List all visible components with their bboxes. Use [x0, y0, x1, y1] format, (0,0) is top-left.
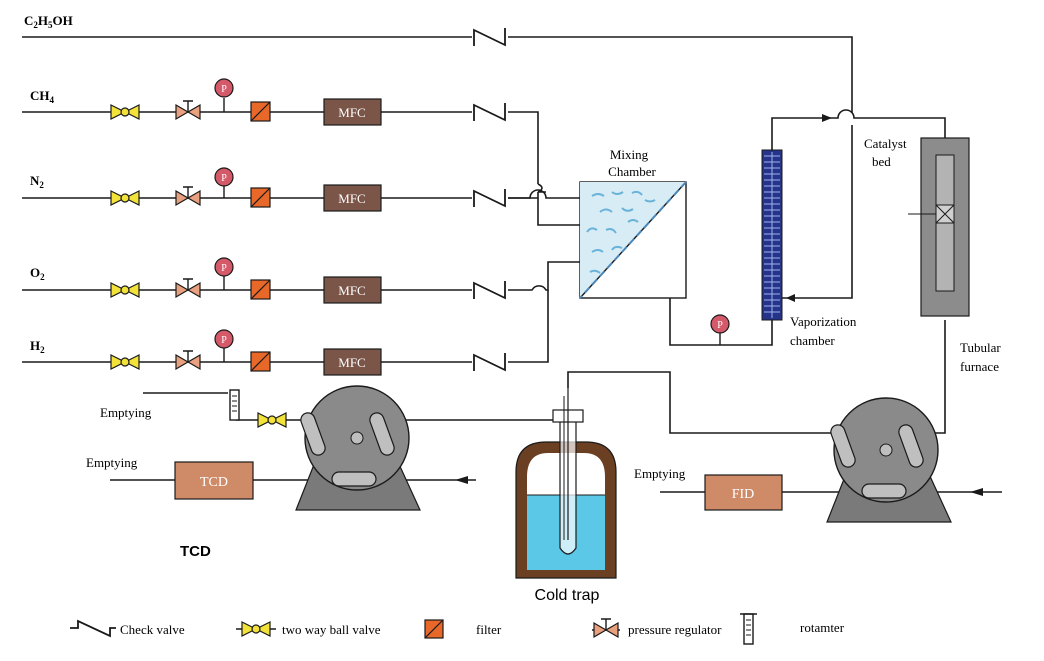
svg-text:P: P	[717, 320, 723, 331]
tubular-furnace-label: Tubular	[960, 340, 1001, 355]
legend: Check valve two way ball valve filter pr…	[70, 613, 845, 645]
mixing-chamber	[579, 181, 687, 299]
svg-text:P: P	[221, 84, 227, 95]
legend-filter-icon	[424, 619, 444, 639]
filter-icon	[250, 351, 271, 372]
catalyst-bed-label: bed	[872, 154, 891, 169]
fid-box: FID	[704, 474, 783, 511]
pressure-gauge-icon: P	[214, 257, 234, 290]
check-valve-icon	[473, 28, 506, 47]
tubular-furnace-label: furnace	[960, 359, 999, 374]
mfc-box: MFC	[323, 98, 382, 126]
filter-icon	[250, 187, 271, 208]
legend-pressure-regulator-label: pressure regulator	[628, 622, 722, 637]
gas-label-ch4: CH4	[30, 88, 55, 105]
pressure-gauge-icon: P	[710, 314, 730, 345]
legend-rotameter-label: rotamter	[800, 620, 845, 635]
svg-text:MFC: MFC	[338, 283, 365, 298]
legend-ball-valve-icon	[236, 621, 276, 637]
tcd-caption: TCD	[180, 543, 211, 560]
svg-text:MFC: MFC	[338, 105, 365, 120]
emptying-label-3: Emptying	[634, 466, 686, 481]
vaporization-chamber-label: chamber	[790, 333, 835, 348]
ball-valve-icon	[110, 104, 140, 120]
filter-icon	[250, 279, 271, 300]
legend-ball-valve-label: two way ball valve	[282, 622, 381, 637]
gas-lines	[22, 36, 1002, 493]
svg-text:MFC: MFC	[338, 355, 365, 370]
flow-arrow-icon	[970, 488, 983, 496]
pressure-regulator-icon	[175, 186, 201, 207]
ball-valve-icon	[110, 354, 140, 370]
pressure-regulator-icon	[175, 278, 201, 299]
check-valve-icon	[473, 281, 506, 300]
pressure-regulator-icon	[175, 100, 201, 121]
check-valve-icon	[473, 353, 506, 372]
legend-check-valve-icon	[70, 619, 116, 638]
gas-label-n2: N2	[30, 173, 44, 190]
svg-text:P: P	[221, 173, 227, 184]
gas-label-h2: H2	[30, 338, 45, 355]
vaporization-chamber	[761, 149, 783, 321]
svg-text:FID: FID	[732, 487, 755, 502]
flow-arrow-icon	[455, 476, 468, 484]
pressure-gauge-icon: P	[214, 78, 234, 112]
mixing-chamber-label: Mixing	[610, 147, 649, 162]
mfc-box: MFC	[323, 348, 382, 376]
ball-valve-icon	[110, 190, 140, 206]
tcd-box: TCD	[174, 461, 254, 500]
flow-arrow-icon	[786, 294, 795, 302]
emptying-label-1: Emptying	[100, 405, 152, 420]
rotameter-icon	[229, 389, 240, 421]
svg-text:P: P	[221, 335, 227, 346]
check-valve-icon	[473, 103, 506, 122]
mixing-chamber-label: Chamber	[608, 164, 656, 179]
tubular-furnace	[908, 137, 970, 317]
check-valve-icon	[473, 189, 506, 208]
legend-filter-label: filter	[476, 622, 502, 637]
emptying-label-2: Emptying	[86, 455, 138, 470]
legend-rotameter-icon	[740, 613, 757, 645]
legend-pressure-regulator-icon	[592, 618, 620, 639]
legend-check-valve-label: Check valve	[120, 622, 185, 637]
svg-text:TCD: TCD	[200, 475, 228, 490]
svg-text:P: P	[221, 263, 227, 274]
pressure-gauge-icon: P	[214, 167, 234, 198]
flow-arrow-icon	[822, 114, 832, 122]
mfc-box: MFC	[323, 184, 382, 212]
gas-label-o2: O2	[30, 265, 45, 282]
mfc-box: MFC	[323, 276, 382, 304]
gas-label-c2h5oh: C2H5OH	[24, 13, 73, 30]
catalyst-bed-label: Catalyst	[864, 136, 907, 151]
pump-left	[295, 385, 421, 511]
cold-trap-label: Cold trap	[535, 587, 600, 604]
pressure-regulator-icon	[175, 350, 201, 371]
pressure-gauge-icon: P	[214, 329, 234, 362]
cold-trap	[515, 388, 617, 579]
filter-icon	[250, 101, 271, 122]
ball-valve-icon	[110, 282, 140, 298]
vaporization-chamber-label: Vaporization	[790, 314, 857, 329]
ball-valve-icon	[257, 412, 287, 428]
svg-text:MFC: MFC	[338, 191, 365, 206]
pump-right	[826, 397, 952, 523]
